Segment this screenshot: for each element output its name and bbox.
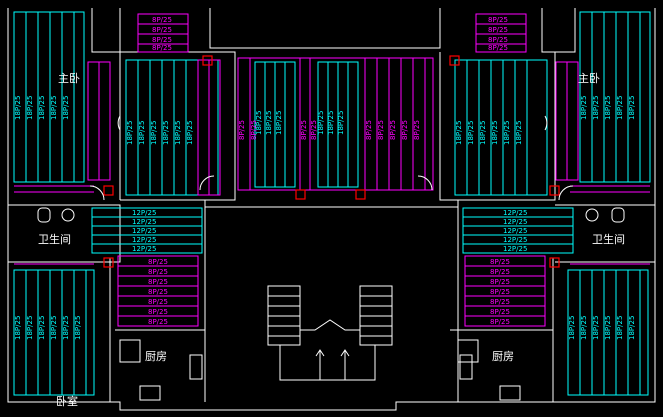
pipe-label-cyan: 18P/25 bbox=[628, 96, 636, 120]
label-kitchen-left: 厨房 bbox=[145, 350, 167, 363]
pipe-label-cyan: 18P/25 bbox=[491, 121, 499, 145]
pipe-label-cyan: 18P/25 bbox=[26, 316, 34, 340]
pipe-label-magenta: 8P/25 bbox=[238, 120, 246, 140]
pipe-label-magenta: 8P/25 bbox=[490, 308, 510, 316]
pipe-label-cyan: 18P/25 bbox=[126, 121, 134, 145]
pipe-label-magenta: 8P/25 bbox=[148, 308, 168, 316]
pipe-label-cyan: 18P/25 bbox=[14, 316, 22, 340]
pipe-label-cyan: 18P/25 bbox=[162, 121, 170, 145]
pipe-label-cyan: 18P/25 bbox=[265, 111, 273, 135]
pipe-label-magenta: 8P/25 bbox=[389, 120, 397, 140]
pipe-label-cyan: 18P/25 bbox=[275, 111, 283, 135]
pipe-label-cyan: 18P/25 bbox=[50, 96, 58, 120]
pipe-label-stack: 12P/25 bbox=[132, 218, 156, 226]
pipe-label-magenta: 8P/25 bbox=[310, 120, 318, 140]
pipe-label-stack: 12P/25 bbox=[132, 245, 156, 253]
label-bath-left: 卫生间 bbox=[38, 232, 71, 246]
pipe-label-magenta: 8P/25 bbox=[490, 298, 510, 306]
label-secondary-bedroom: 卧室 bbox=[56, 394, 78, 408]
pipe-label-stack: 12P/25 bbox=[503, 236, 527, 244]
pipe-label-stack: 12P/25 bbox=[503, 218, 527, 226]
pipe-label-cyan: 18P/25 bbox=[38, 316, 46, 340]
pipe-label-magenta: 8P/25 bbox=[148, 318, 168, 326]
pipe-label-magenta: 8P/25 bbox=[152, 26, 172, 34]
pipe-label-cyan: 18P/25 bbox=[628, 316, 636, 340]
pipe-label-cyan: 18P/25 bbox=[317, 111, 325, 135]
pipe-label-cyan: 18P/25 bbox=[479, 121, 487, 145]
pipe-label-magenta: 8P/25 bbox=[148, 278, 168, 286]
pipe-label-stack: 12P/25 bbox=[132, 236, 156, 244]
pipe-label-magenta: 8P/25 bbox=[300, 120, 308, 140]
pipe-label-cyan: 18P/25 bbox=[580, 316, 588, 340]
pipe-label-magenta: 8P/25 bbox=[490, 288, 510, 296]
pipe-label-magenta: 8P/25 bbox=[488, 26, 508, 34]
pipe-label-magenta: 8P/25 bbox=[490, 268, 510, 276]
pipe-label-cyan: 18P/25 bbox=[503, 121, 511, 145]
pipe-label-cyan: 18P/25 bbox=[337, 111, 345, 135]
pipe-label-magenta: 8P/25 bbox=[488, 36, 508, 44]
pipe-label-cyan: 18P/25 bbox=[62, 316, 70, 340]
pipe-label-magenta: 8P/25 bbox=[413, 120, 421, 140]
pipe-label-magenta: 8P/25 bbox=[488, 44, 508, 52]
walls bbox=[7, 8, 656, 411]
label-bedroom-left: 主卧 bbox=[58, 72, 80, 85]
pipe-label-cyan: 18P/25 bbox=[74, 316, 82, 340]
pipe-label-cyan: 18P/25 bbox=[592, 96, 600, 120]
pipe-label-magenta: 8P/25 bbox=[490, 278, 510, 286]
label-bath-right: 卫生间 bbox=[592, 232, 625, 246]
pipe-label-cyan: 18P/25 bbox=[174, 121, 182, 145]
pipe-label-magenta: 8P/25 bbox=[148, 268, 168, 276]
pipe-label-cyan: 18P/25 bbox=[467, 121, 475, 145]
manifold-markers bbox=[103, 55, 560, 268]
pipe-label-magenta: 8P/25 bbox=[490, 318, 510, 326]
pipe-label-magenta: 8P/25 bbox=[401, 120, 409, 140]
pipe-label-magenta: 8P/25 bbox=[148, 258, 168, 266]
pipe-label-magenta: 8P/25 bbox=[250, 120, 258, 140]
label-kitchen-right: 厨房 bbox=[492, 350, 514, 363]
pipe-label-magenta: 8P/25 bbox=[152, 44, 172, 52]
pipe-label-cyan: 18P/25 bbox=[50, 316, 58, 340]
pipe-label-stack: 12P/25 bbox=[503, 245, 527, 253]
pipe-label-cyan: 18P/25 bbox=[14, 96, 22, 120]
pipe-label-cyan: 18P/25 bbox=[138, 121, 146, 145]
cyan-pipe-loops bbox=[13, 11, 651, 396]
pipe-label-cyan: 18P/25 bbox=[62, 96, 70, 120]
pipe-label-magenta: 8P/25 bbox=[152, 36, 172, 44]
pipe-label-cyan: 18P/25 bbox=[604, 316, 612, 340]
pipe-label-stack: 12P/25 bbox=[132, 227, 156, 235]
pipe-label-cyan: 18P/25 bbox=[26, 96, 34, 120]
pipe-label-stack: 12P/25 bbox=[132, 209, 156, 217]
stairwell bbox=[267, 285, 393, 381]
pipe-label-cyan: 18P/25 bbox=[455, 121, 463, 145]
pipe-label-stack: 12P/25 bbox=[503, 227, 527, 235]
pipe-label-cyan: 18P/25 bbox=[568, 316, 576, 340]
pipe-label-magenta: 8P/25 bbox=[490, 258, 510, 266]
pipe-label-cyan: 18P/25 bbox=[186, 121, 194, 145]
pipe-label-cyan: 18P/25 bbox=[38, 96, 46, 120]
magenta-pipe-loops bbox=[14, 13, 650, 327]
pipe-label-cyan: 18P/25 bbox=[592, 316, 600, 340]
pipe-label-magenta: 8P/25 bbox=[377, 120, 385, 140]
pipe-label-cyan: 18P/25 bbox=[616, 316, 624, 340]
pipe-label-magenta: 8P/25 bbox=[148, 288, 168, 296]
label-bedroom-right: 主卧 bbox=[578, 72, 600, 85]
pipe-label-cyan: 18P/25 bbox=[604, 96, 612, 120]
pipe-label-cyan: 18P/25 bbox=[616, 96, 624, 120]
pipe-label-cyan: 18P/25 bbox=[255, 111, 263, 135]
pipe-label-magenta: 8P/25 bbox=[488, 16, 508, 24]
pipe-label-magenta: 8P/25 bbox=[148, 298, 168, 306]
pipe-label-cyan: 18P/25 bbox=[327, 111, 335, 135]
pipe-label-cyan: 18P/25 bbox=[515, 121, 523, 145]
door-swings bbox=[89, 115, 574, 201]
pipe-label-cyan: 18P/25 bbox=[150, 121, 158, 145]
pipe-label-stack: 12P/25 bbox=[503, 209, 527, 217]
fixtures bbox=[37, 207, 625, 401]
pipe-label-magenta: 8P/25 bbox=[152, 16, 172, 24]
pipe-label-magenta: 8P/25 bbox=[365, 120, 373, 140]
pipe-label-cyan: 18P/25 bbox=[580, 96, 588, 120]
